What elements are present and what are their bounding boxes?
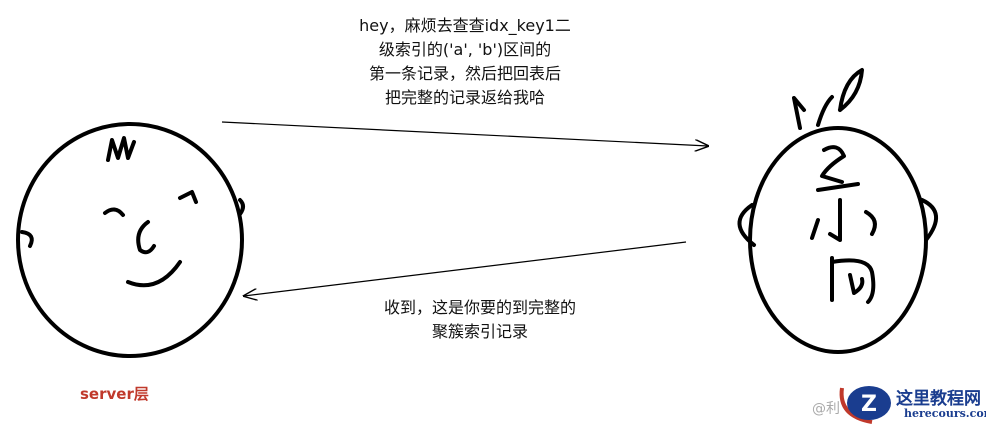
svg-text:Z: Z: [861, 392, 877, 417]
watermark-url: herecours.com: [904, 407, 986, 420]
watermark-logo-icon: Z: [839, 386, 891, 424]
request-message: hey，麻烦去查查idx_key1二 级索引的('a', 'b')区间的 第一条…: [359, 16, 571, 107]
server-face: [16, 122, 245, 358]
engine-face: [737, 68, 938, 354]
watermark-at: @利: [812, 401, 840, 417]
request-arrow: [221, 121, 708, 146]
response-arrow: [244, 241, 687, 296]
watermark-title: 这里教程网: [896, 389, 981, 409]
response-message: 收到，这是你要的到完整的 聚簇索引记录: [383, 298, 576, 341]
server-label: server层: [80, 385, 149, 403]
